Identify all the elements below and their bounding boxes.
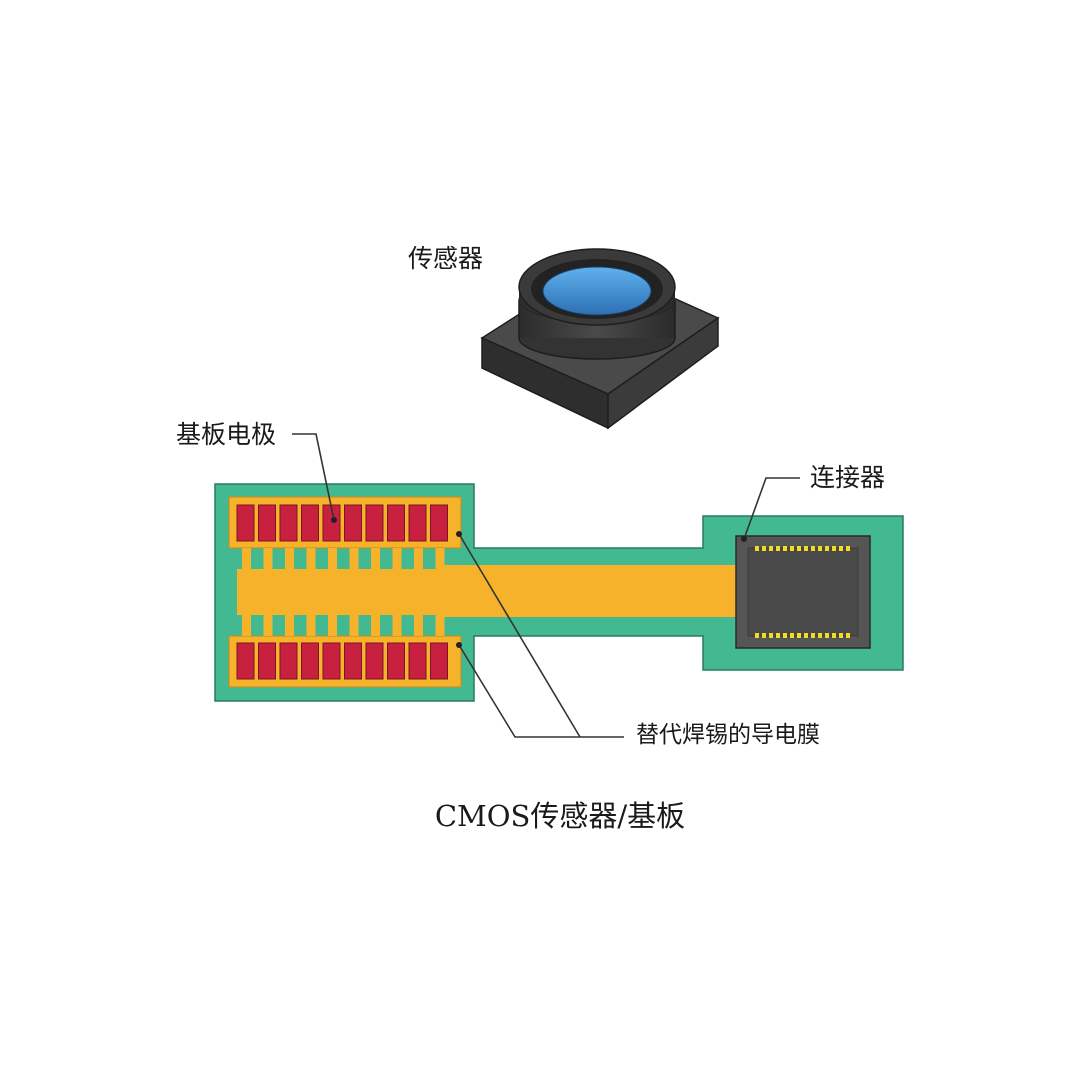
film-finger bbox=[306, 614, 316, 636]
electrode-pad bbox=[387, 642, 405, 680]
conductive-film-label: 替代焊锡的导电膜 bbox=[636, 722, 820, 748]
connector-pin bbox=[811, 546, 815, 551]
film-finger bbox=[242, 614, 251, 636]
connector-pin bbox=[797, 546, 801, 551]
electrode-pad bbox=[387, 504, 405, 542]
electrode-pad bbox=[236, 642, 255, 680]
connector-pin bbox=[804, 633, 808, 638]
electrode-pad bbox=[430, 642, 448, 680]
leader-connector bbox=[743, 477, 800, 540]
connector-pin bbox=[769, 633, 773, 638]
film-trace bbox=[440, 565, 740, 617]
film-finger bbox=[306, 548, 316, 570]
connector-pin bbox=[762, 546, 766, 551]
film-finger bbox=[392, 548, 402, 570]
leader-film-upper bbox=[458, 533, 581, 738]
film-finger bbox=[285, 614, 294, 636]
connector-pin bbox=[811, 633, 815, 638]
connector-pin bbox=[776, 546, 780, 551]
connector-pin bbox=[832, 633, 836, 638]
figure-caption: CMOS传感器/基板 bbox=[434, 799, 686, 833]
electrode-pad bbox=[344, 642, 362, 680]
film-finger bbox=[349, 614, 359, 636]
connector bbox=[735, 535, 871, 649]
electrode-pad bbox=[430, 504, 448, 542]
connector-pin bbox=[755, 633, 759, 638]
connector-pin bbox=[839, 633, 843, 638]
film-finger bbox=[371, 614, 380, 636]
film-finger bbox=[328, 614, 337, 636]
connector-pin bbox=[783, 546, 787, 551]
film-finger bbox=[435, 614, 445, 636]
leader-electrode bbox=[292, 433, 335, 521]
substrate-electrodes bbox=[236, 504, 448, 680]
film-fingers bbox=[242, 548, 445, 636]
leader-lines bbox=[292, 433, 800, 738]
connector-pin bbox=[783, 633, 787, 638]
electrode-pad bbox=[365, 642, 384, 680]
film-finger bbox=[263, 548, 273, 570]
connector-pin bbox=[818, 633, 822, 638]
electrode-pad bbox=[365, 504, 384, 542]
connector-pin bbox=[776, 633, 780, 638]
film-finger bbox=[328, 548, 337, 570]
electrode-pad bbox=[322, 642, 341, 680]
connector-pin bbox=[818, 546, 822, 551]
film-finger bbox=[414, 614, 423, 636]
film-finger bbox=[263, 614, 273, 636]
electrode-pad bbox=[279, 642, 298, 680]
connector-pin bbox=[825, 633, 829, 638]
electrode-pad bbox=[258, 642, 276, 680]
film-left-bus bbox=[237, 569, 447, 615]
film-finger bbox=[414, 548, 423, 570]
connector-pin bbox=[762, 633, 766, 638]
electrode-pad bbox=[408, 504, 427, 542]
connector-pin bbox=[846, 633, 850, 638]
flex-substrate bbox=[214, 483, 904, 702]
connector-pin bbox=[832, 546, 836, 551]
electrode-pad bbox=[301, 642, 319, 680]
electrode-pad bbox=[408, 642, 427, 680]
substrate-electrode-label: 基板电极 bbox=[176, 420, 277, 449]
leader-film-lower bbox=[458, 644, 624, 738]
connector-pin bbox=[825, 546, 829, 551]
sensor-label: 传感器 bbox=[408, 244, 484, 273]
film-finger bbox=[371, 548, 380, 570]
electrode-pad bbox=[344, 504, 362, 542]
connector-pin bbox=[755, 546, 759, 551]
film-finger bbox=[435, 548, 445, 570]
film-finger bbox=[349, 548, 359, 570]
connector-pin bbox=[769, 546, 773, 551]
connector-pin bbox=[846, 546, 850, 551]
sensor-lens bbox=[542, 266, 652, 316]
connector-pin bbox=[804, 546, 808, 551]
film-finger bbox=[392, 614, 402, 636]
film-finger bbox=[242, 548, 251, 570]
connector-pin bbox=[790, 546, 794, 551]
electrode-pad bbox=[279, 504, 298, 542]
electrode-pad bbox=[301, 504, 319, 542]
electrode-pad bbox=[258, 504, 276, 542]
connector-label: 连接器 bbox=[810, 463, 886, 492]
sensor-base-right bbox=[607, 316, 719, 430]
electrode-pad bbox=[236, 504, 255, 542]
connector-pin bbox=[839, 546, 843, 551]
connector-pin bbox=[797, 633, 801, 638]
connector-pins bbox=[755, 546, 850, 638]
film-finger bbox=[285, 548, 294, 570]
cmos-sensor bbox=[480, 248, 720, 430]
connector-pin bbox=[790, 633, 794, 638]
